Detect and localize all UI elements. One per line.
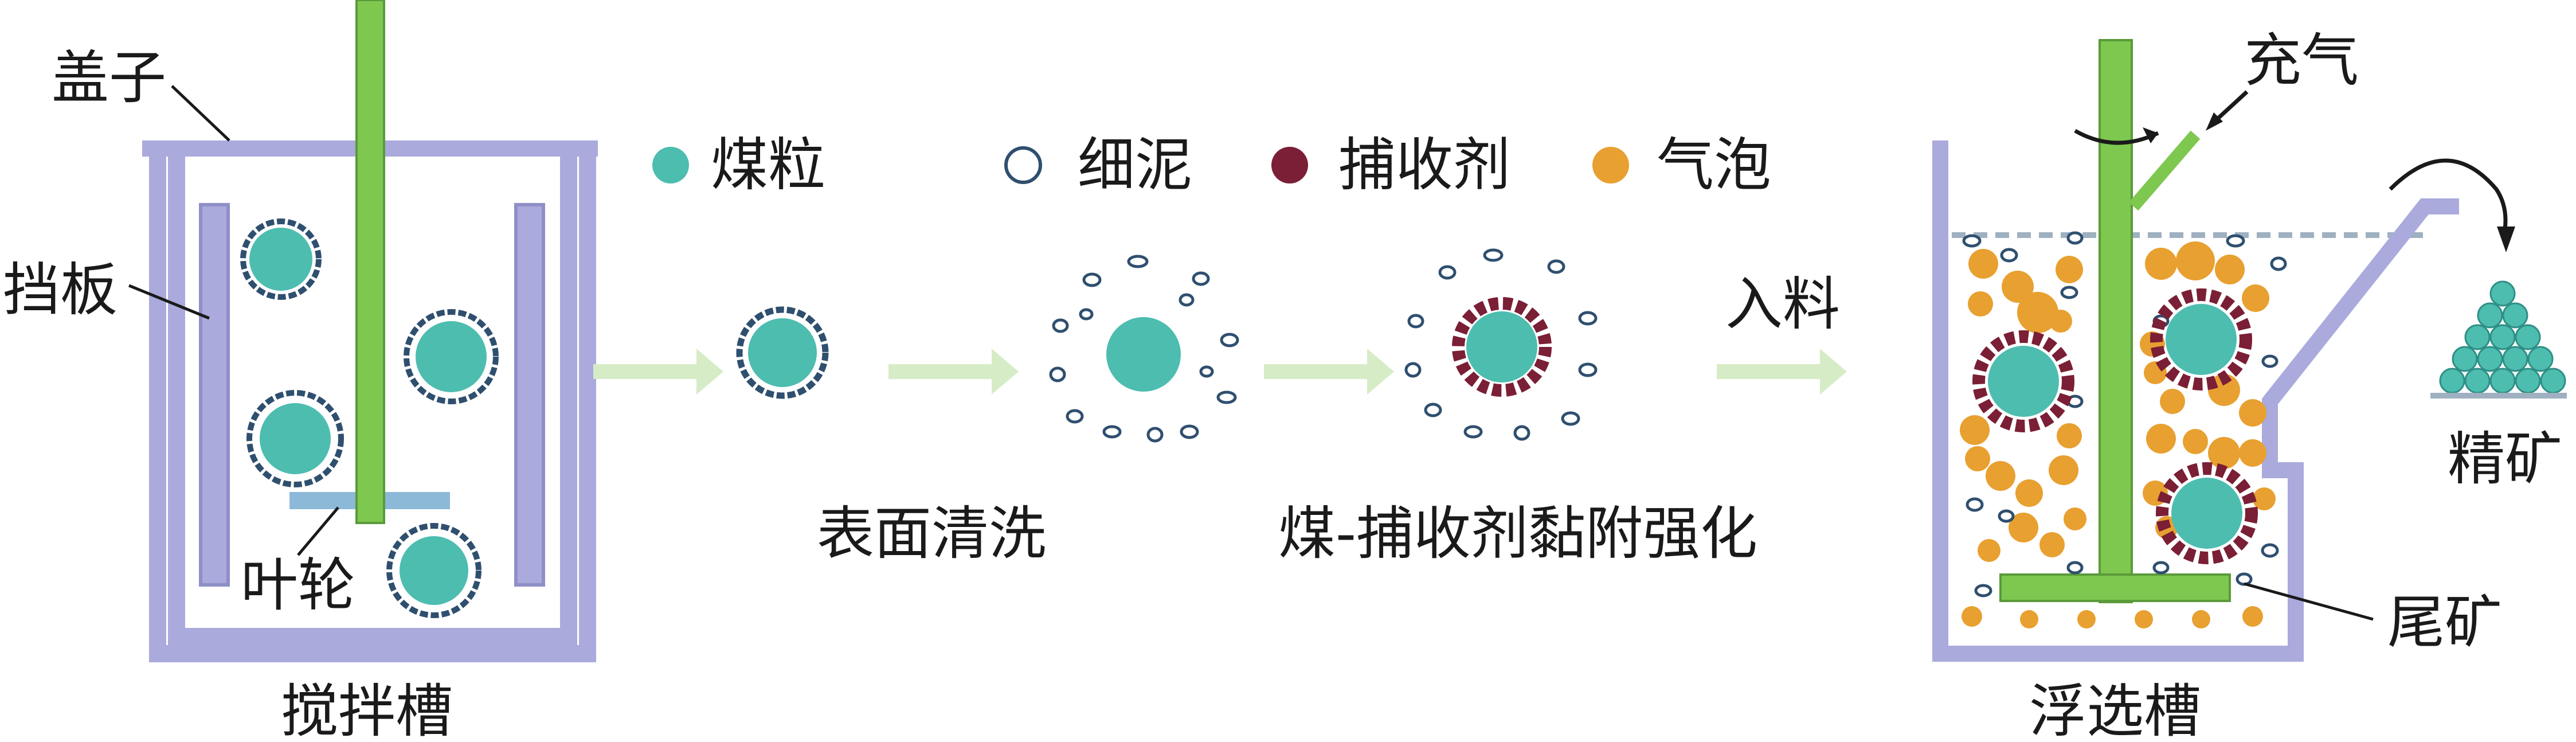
legend-collector-label: 捕收剂 xyxy=(1338,131,1510,198)
stir-tank-label: 搅拌槽 xyxy=(281,678,453,742)
legend-coal-icon xyxy=(652,147,689,183)
stir-shaft xyxy=(355,0,385,524)
floated-coal-particle xyxy=(2156,462,2258,564)
stirring-tank: 盖子 挡板 叶轮 搅拌槽 xyxy=(3,0,598,742)
air-inlet xyxy=(2128,130,2201,211)
arrow-to-particle xyxy=(593,349,723,395)
stir-tank-walls xyxy=(149,154,596,662)
process-arrows xyxy=(593,349,1847,395)
impeller-label: 叶轮 xyxy=(241,552,355,619)
flotation-shaft xyxy=(2099,39,2133,603)
stir-coated-particle xyxy=(246,390,344,487)
concentrate-label: 精矿 xyxy=(2448,425,2562,493)
right-baffle xyxy=(514,203,545,587)
legend-bubble-label: 气泡 xyxy=(1657,131,1771,198)
lid-label: 盖子 xyxy=(52,44,166,111)
cleaned-coal-particle xyxy=(1049,255,1239,443)
concentrate-pile xyxy=(2439,280,2566,394)
stir-coated-particle xyxy=(386,523,481,618)
arrow-to-cleaning xyxy=(888,349,1019,395)
surface-cleaning-label: 表面清洗 xyxy=(817,500,1046,567)
flotation-slime xyxy=(1962,231,2287,597)
tailings-label: 尾矿 xyxy=(2387,589,2502,656)
stir-coated-particle xyxy=(240,218,322,300)
legend-slime-label: 细泥 xyxy=(1078,131,1192,198)
flotation-impeller xyxy=(1999,573,2231,602)
floated-coal-particle xyxy=(1972,330,2074,432)
arrow-to-adhesion xyxy=(1264,349,1394,395)
legend: 煤粒 细泥 捕收剂 气泡 xyxy=(652,131,1771,198)
flotation-tank-walls xyxy=(1932,140,2459,662)
coated-coal-particle xyxy=(736,306,829,399)
stir-coated-particle xyxy=(404,309,499,404)
flotation-bubbles xyxy=(1960,241,2276,628)
aeration-label: 充气 xyxy=(2244,27,2359,94)
floated-coal-particle xyxy=(2150,288,2252,390)
overflow-arrow xyxy=(2389,158,2508,230)
legend-coal-label: 煤粒 xyxy=(711,131,825,198)
collector-coal-particle xyxy=(1404,248,1598,441)
adhesion-label: 煤-捕收剂黏附强化 xyxy=(1278,500,1757,567)
flotation-tank-label: 浮选槽 xyxy=(2029,678,2201,742)
legend-slime-icon xyxy=(1004,146,1042,184)
left-baffle xyxy=(199,203,230,587)
legend-collector-icon xyxy=(1271,147,1308,183)
arrow-feed xyxy=(1717,349,1847,395)
flotation-tank: 充气 精矿 尾矿 浮选槽 xyxy=(1932,27,2567,742)
feed-label: 入料 xyxy=(1725,271,1840,338)
legend-bubble-icon xyxy=(1592,147,1629,183)
baffle-label: 挡板 xyxy=(3,256,118,323)
